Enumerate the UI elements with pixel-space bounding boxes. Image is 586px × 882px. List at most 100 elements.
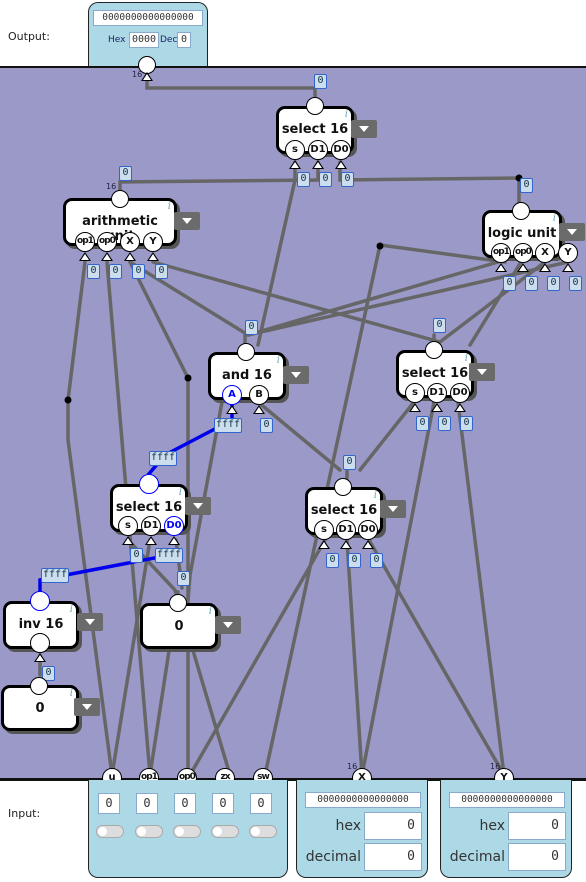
inv16-in-pin[interactable] [30, 633, 50, 653]
arith-in-tag-op0: 0 [109, 264, 122, 279]
select-low-pin-d0[interactable]: D0 [358, 520, 378, 540]
select-mid-arrow-d1 [431, 403, 443, 412]
select-mid-arrow-s [409, 403, 421, 412]
select-left-in-tag-s: 0 [130, 548, 143, 563]
u-value[interactable]: 0 [98, 793, 120, 814]
zx-toggle[interactable] [211, 825, 239, 838]
sw-toggle[interactable] [249, 825, 277, 838]
arith-arrow-op1 [79, 252, 91, 261]
select-low-pin-s[interactable]: s [314, 520, 334, 540]
info-icon: i [69, 688, 73, 699]
and16-out-pin[interactable] [237, 343, 255, 361]
select-mid-arrow-d0 [454, 403, 466, 412]
output-pin-arrow [141, 72, 153, 81]
select-mid-pin-d0[interactable]: D0 [450, 383, 470, 403]
info-icon: i [344, 109, 348, 120]
select-low-out-tag: 0 [343, 455, 356, 470]
logic-pin-op0[interactable]: op0 [513, 243, 533, 263]
arith-in-tag-y: 0 [155, 264, 168, 279]
arith-pin-op0[interactable]: op0 [97, 232, 117, 252]
logic-dropdown[interactable] [559, 223, 585, 241]
zx-value[interactable]: 0 [212, 793, 234, 814]
arith-pin-x[interactable]: X [120, 232, 140, 252]
and16-pin-a[interactable]: A [222, 385, 242, 405]
y-dec-input[interactable]: 0 [508, 843, 566, 871]
small-inputs-panel: 0 0 0 0 0 [88, 780, 288, 878]
select-mid-dropdown[interactable] [469, 363, 495, 381]
inv16-out-tag: ffff [41, 568, 70, 583]
y-bits: 0000000000000000 [449, 792, 565, 808]
input-divider [0, 778, 586, 781]
output-dec-value: 0 [177, 32, 191, 48]
logic-pin-op1[interactable]: op1 [491, 243, 511, 263]
logic-in-tag-y: 0 [569, 276, 582, 291]
arith-dropdown[interactable] [174, 212, 200, 230]
output-panel: 0000000000000000 Hex 0000 Dec 0 [88, 2, 208, 68]
arith-in-tag-x: 0 [132, 264, 145, 279]
select-low-in-tag-s: 0 [326, 553, 339, 568]
output-label: Output: [8, 30, 50, 43]
width-label: 16 [132, 70, 143, 79]
x-dec-input[interactable]: 0 [364, 843, 422, 871]
select-mid-pin-s[interactable]: s [405, 383, 425, 403]
select-low-arrow-d0 [362, 540, 374, 549]
logic-out-tag: 0 [520, 178, 533, 193]
arith-out-pin[interactable] [111, 190, 129, 208]
select-left-out-pin[interactable] [139, 474, 159, 494]
select-top-arrow-d1 [312, 160, 324, 169]
op0-toggle[interactable] [173, 825, 201, 838]
and16-arrow-a [226, 405, 238, 414]
select-top-in-tag-d1: 0 [319, 172, 332, 187]
select-low-in-tag-d0: 0 [370, 553, 383, 568]
select-mid-out-pin[interactable] [425, 341, 443, 359]
const-mid-out-pin[interactable] [169, 594, 187, 612]
const-left-dropdown[interactable] [74, 698, 100, 716]
select-left-arrow-s [122, 536, 134, 545]
logic-out-pin[interactable] [512, 202, 530, 220]
select-left-pin-d0[interactable]: D0 [164, 516, 184, 536]
and16-pin-b[interactable]: B [249, 385, 269, 405]
select-left-arrow-d1 [145, 536, 157, 545]
select-left-pin-d1[interactable]: D1 [141, 516, 161, 536]
select-left-dropdown[interactable] [185, 497, 211, 515]
output-bits: 0000000000000000 [93, 10, 203, 26]
select-top-pin-d1[interactable]: D1 [308, 140, 328, 160]
arith-pin-op1[interactable]: op1 [75, 232, 95, 252]
logic-pin-x[interactable]: X [535, 243, 555, 263]
select-left-pin-s[interactable]: s [118, 516, 138, 536]
select-left-out-tag: ffff [149, 451, 178, 466]
arith-arrow-x [124, 252, 136, 261]
logic-arrow-op1 [495, 263, 507, 272]
inv16-out-pin[interactable] [30, 591, 50, 611]
select-low-pin-d1[interactable]: D1 [336, 520, 356, 540]
op0-value[interactable]: 0 [174, 793, 196, 814]
y-dec-label: decimal [449, 849, 505, 865]
logic-arrow-op0 [517, 263, 529, 272]
select-low-in-tag-d1: 0 [348, 553, 361, 568]
arith-arrow-y [147, 252, 159, 261]
select-mid-pin-d1[interactable]: D1 [427, 383, 447, 403]
select-top-pin-s[interactable]: s [285, 140, 305, 160]
x-hex-input[interactable]: 0 [364, 812, 422, 840]
select-top-pin-d0[interactable]: D0 [331, 140, 351, 160]
y-hex-input[interactable]: 0 [508, 812, 566, 840]
op1-toggle[interactable] [135, 825, 163, 838]
logic-pin-y[interactable]: Y [558, 243, 578, 263]
select-low-out-pin[interactable] [334, 478, 352, 496]
op1-value[interactable]: 0 [136, 793, 158, 814]
inv16-dropdown[interactable] [77, 613, 103, 631]
output-hex-label: Hex [108, 35, 126, 45]
select-mid-title: select 16 [401, 366, 469, 381]
u-toggle[interactable] [96, 825, 124, 838]
const-mid-dropdown[interactable] [215, 616, 241, 634]
select-low-dropdown[interactable] [380, 500, 406, 518]
sw-value[interactable]: 0 [250, 793, 272, 814]
logic-in-tag-x: 0 [547, 276, 560, 291]
arith-pin-y[interactable]: Y [143, 232, 163, 252]
select-top-dropdown[interactable] [351, 120, 377, 138]
and16-in-tag-a: ffff [214, 418, 243, 433]
and16-dropdown[interactable] [283, 366, 309, 384]
select-top-out-pin[interactable] [306, 97, 324, 115]
const-left-out-pin[interactable] [30, 677, 48, 695]
